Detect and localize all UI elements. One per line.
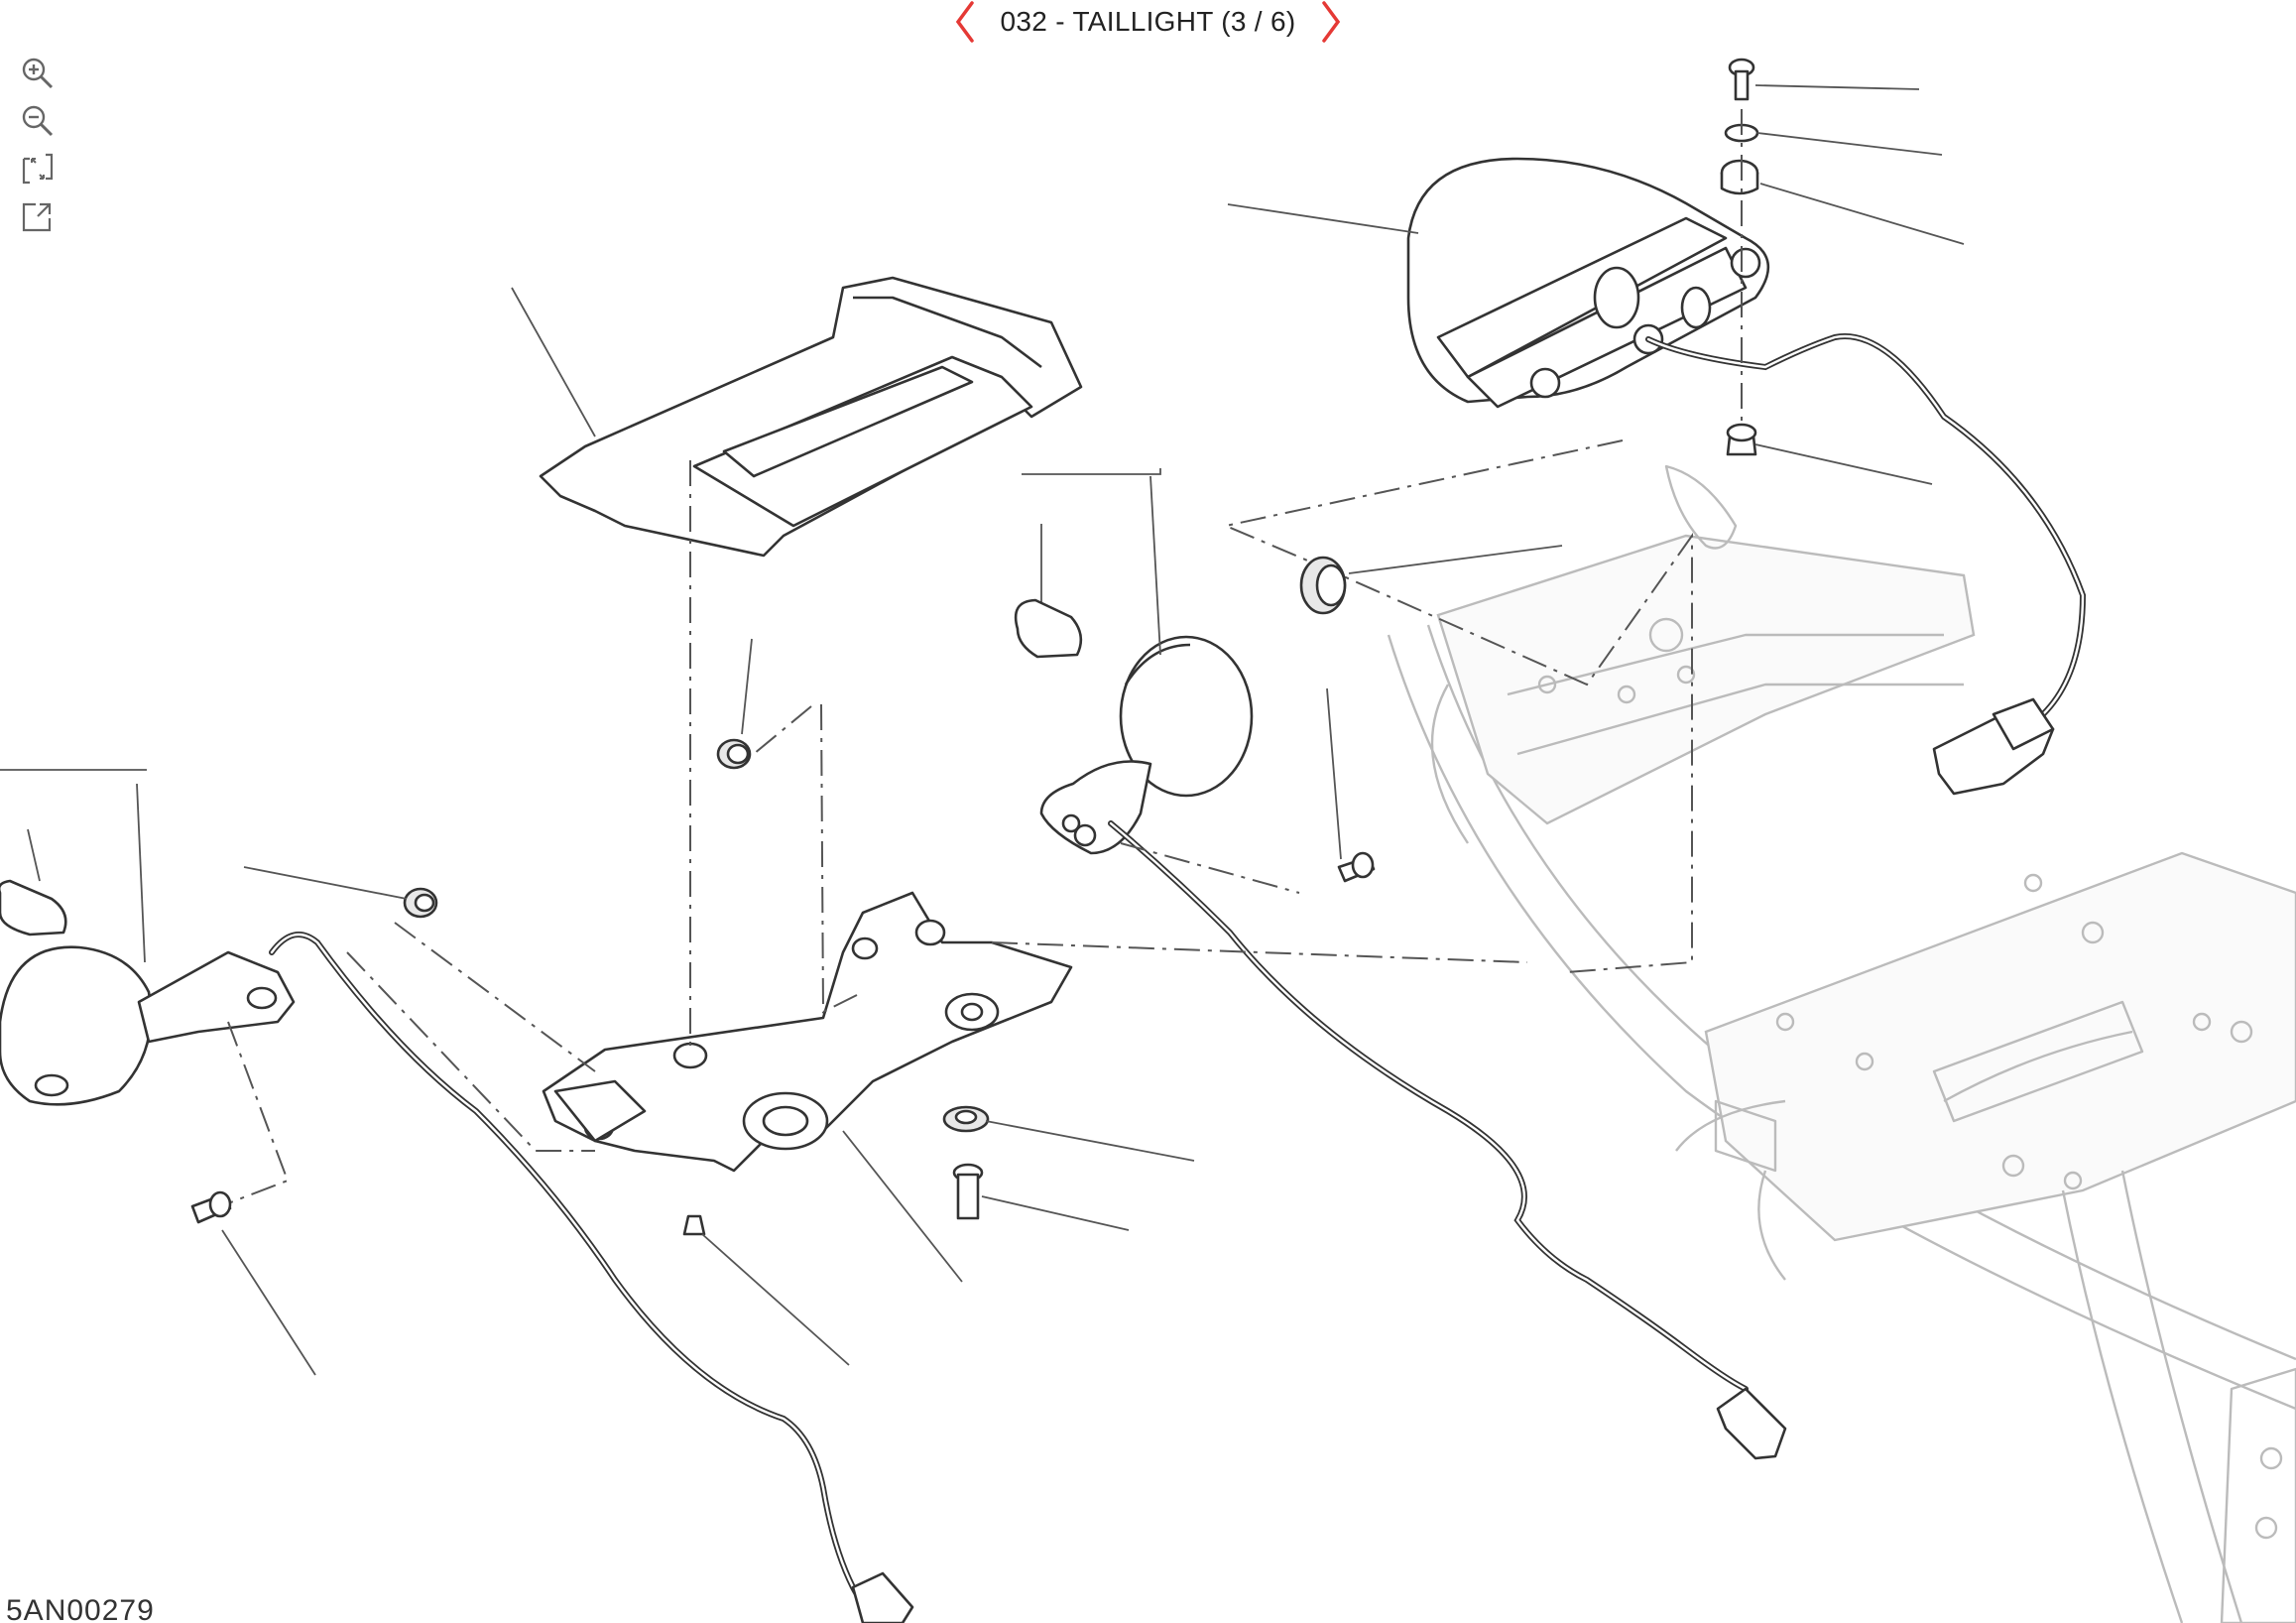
fit-to-screen-icon — [22, 153, 54, 185]
previous-page-button[interactable] — [947, 0, 983, 44]
chevron-right-icon — [1322, 1, 1341, 43]
left-signal-fasteners — [190, 866, 438, 1376]
zoom-in-button[interactable] — [18, 56, 58, 91]
left-turn-signal — [0, 769, 914, 1623]
zoom-in-icon — [22, 58, 54, 89]
chevron-left-icon — [955, 1, 974, 43]
fullscreen-button[interactable] — [18, 198, 58, 234]
exploded-parts-diagram[interactable] — [0, 44, 2296, 1623]
grommet — [1299, 545, 1563, 615]
right-turn-signal — [1014, 468, 1787, 1460]
taillight-hardware — [1222, 58, 1965, 973]
drawing-code: 5AN00279 — [6, 1599, 155, 1623]
zoom-toolbar — [18, 56, 61, 234]
page-title: 032 - TAILLIGHT (3 / 6) — [1000, 6, 1296, 37]
signal-screw-right — [1326, 687, 1376, 883]
next-page-button[interactable] — [1313, 0, 1349, 44]
bracket-grommet — [716, 638, 753, 770]
taillight-assembly — [1227, 157, 2087, 796]
zoom-out-button[interactable] — [18, 103, 58, 139]
mounting-bracket — [542, 460, 1528, 1283]
parts-drawing — [0, 58, 2296, 1623]
fullscreen-icon — [22, 202, 52, 232]
bracket-fasteners — [682, 1105, 1195, 1366]
rear-frame — [1387, 464, 2296, 1623]
rear-cover — [511, 276, 1083, 558]
diagram-header: 032 - TAILLIGHT (3 / 6) — [0, 0, 2296, 44]
zoom-out-icon — [22, 105, 54, 137]
fit-to-screen-button[interactable] — [18, 151, 58, 187]
